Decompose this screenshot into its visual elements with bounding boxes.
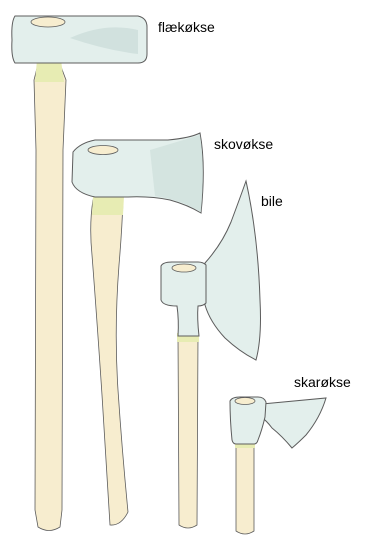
adze-handle xyxy=(236,444,254,534)
forest-axe-collar xyxy=(92,196,124,215)
adze-blade xyxy=(262,398,326,448)
forest-axe-label: skovøkse xyxy=(214,136,273,152)
broad-axe-label: bile xyxy=(261,193,283,209)
broad-axe-blade xyxy=(205,181,261,360)
broad-axe-handle xyxy=(178,336,198,528)
broad-axe-head xyxy=(161,262,206,336)
adze-label: skarøkse xyxy=(294,374,351,390)
adze xyxy=(230,397,326,534)
splitting-axe xyxy=(12,16,147,531)
adze-eye xyxy=(235,398,255,405)
splitting-axe-handle xyxy=(34,64,66,531)
forest-axe-eye xyxy=(88,146,118,155)
broad-axe-eye xyxy=(172,264,196,272)
forest-axe-handle xyxy=(91,200,128,525)
splitting-axe-label: flækøkse xyxy=(158,19,215,35)
splitting-axe-eye xyxy=(31,17,65,27)
